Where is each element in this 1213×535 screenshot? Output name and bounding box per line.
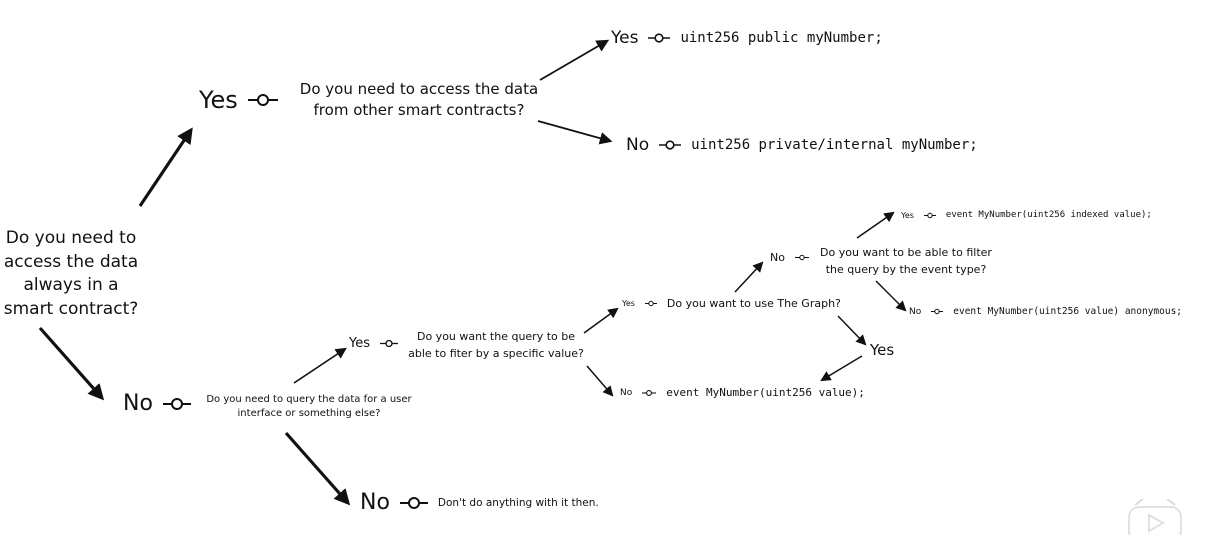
graph-answer-yes: Yes — [870, 341, 895, 359]
graph-node: Yes Do you want to use The Graph? — [622, 297, 841, 310]
indexed-yes-label: Yes — [901, 210, 914, 220]
graph-no-label: No — [770, 251, 785, 264]
indexed-node: Yes event MyNumber(uint256 indexed value… — [901, 210, 1152, 220]
arrow-yesq-to-no — [537, 120, 613, 145]
arrow-graphq-to-no — [734, 261, 764, 293]
connector-icon — [659, 140, 682, 150]
graph-yes-label: Yes — [622, 299, 635, 308]
yes-node: Yes — [199, 86, 278, 114]
connector-icon — [644, 300, 657, 307]
root-question: Do you need to access the data always in… — [3, 228, 139, 319]
query-yes-node: Yes — [349, 336, 398, 351]
arrow-typeq-to-yes — [856, 211, 895, 239]
event-plain-code: event MyNumber(uint256 value); — [666, 386, 865, 399]
private-no-label: No — [626, 135, 650, 155]
event-anonymous-code: event MyNumber(uint256 value) anonymous; — [953, 306, 1183, 317]
public-yes-label: Yes — [611, 28, 639, 48]
private-code: uint256 private/internal myNumber; — [691, 137, 978, 153]
public-node: Yes uint256 public myNumber; — [611, 28, 883, 48]
connector-icon — [648, 33, 671, 43]
filter-no-label: No — [620, 387, 633, 398]
query-yes-label: Yes — [349, 336, 370, 351]
graph-no-node: No — [770, 251, 809, 264]
connector-icon — [931, 308, 944, 315]
connector-icon — [380, 339, 398, 348]
nothing-text: Don't do anything with it then. — [437, 496, 599, 509]
arrow-yesq-to-yes — [539, 39, 610, 81]
arrow-noq-to-yes — [293, 347, 347, 384]
filter-no-node: No event MyNumber(uint256 value); — [620, 386, 865, 399]
connector-icon — [247, 94, 278, 106]
private-node: No uint256 private/internal myNumber; — [626, 135, 978, 155]
nothing-node: No Don't do anything with it then. — [360, 490, 599, 515]
play-icon[interactable] — [1127, 499, 1183, 535]
question-the-graph: Do you want to use The Graph? — [666, 297, 841, 310]
connector-icon — [162, 397, 191, 410]
public-code: uint256 public myNumber; — [680, 30, 883, 46]
connector-icon — [923, 212, 936, 218]
connector-icon — [399, 496, 428, 509]
no-node: No — [123, 391, 191, 416]
event-indexed-code: event MyNumber(uint256 indexed value); — [945, 210, 1152, 220]
arrow-noq-to-no — [284, 431, 351, 506]
question-event-type: Do you want to be able to filter the que… — [820, 246, 992, 276]
arrow-root-to-yes — [138, 127, 193, 207]
connector-icon — [794, 254, 809, 261]
yes-label: Yes — [199, 86, 238, 114]
arrow-graphyes-to-event — [820, 355, 863, 382]
arrow-filterq-to-no — [586, 365, 614, 397]
anonymous-node: No event MyNumber(uint256 value) anonymo… — [909, 306, 1182, 317]
no-label: No — [123, 391, 153, 416]
arrow-typeq-to-no — [875, 280, 907, 312]
question-other-contracts: Do you need to access the data from othe… — [299, 80, 539, 119]
arrow-graphq-to-yes — [837, 315, 867, 346]
arrow-filterq-to-yes — [583, 307, 619, 334]
connector-icon — [642, 389, 657, 396]
nothing-no-label: No — [360, 490, 390, 515]
anonymous-no-label: No — [909, 306, 922, 317]
question-filter-value: Do you want the query to be able to fite… — [408, 330, 584, 360]
question-user-interface: Do you need to query the data for a user… — [206, 394, 412, 419]
arrow-root-to-no — [38, 326, 105, 401]
